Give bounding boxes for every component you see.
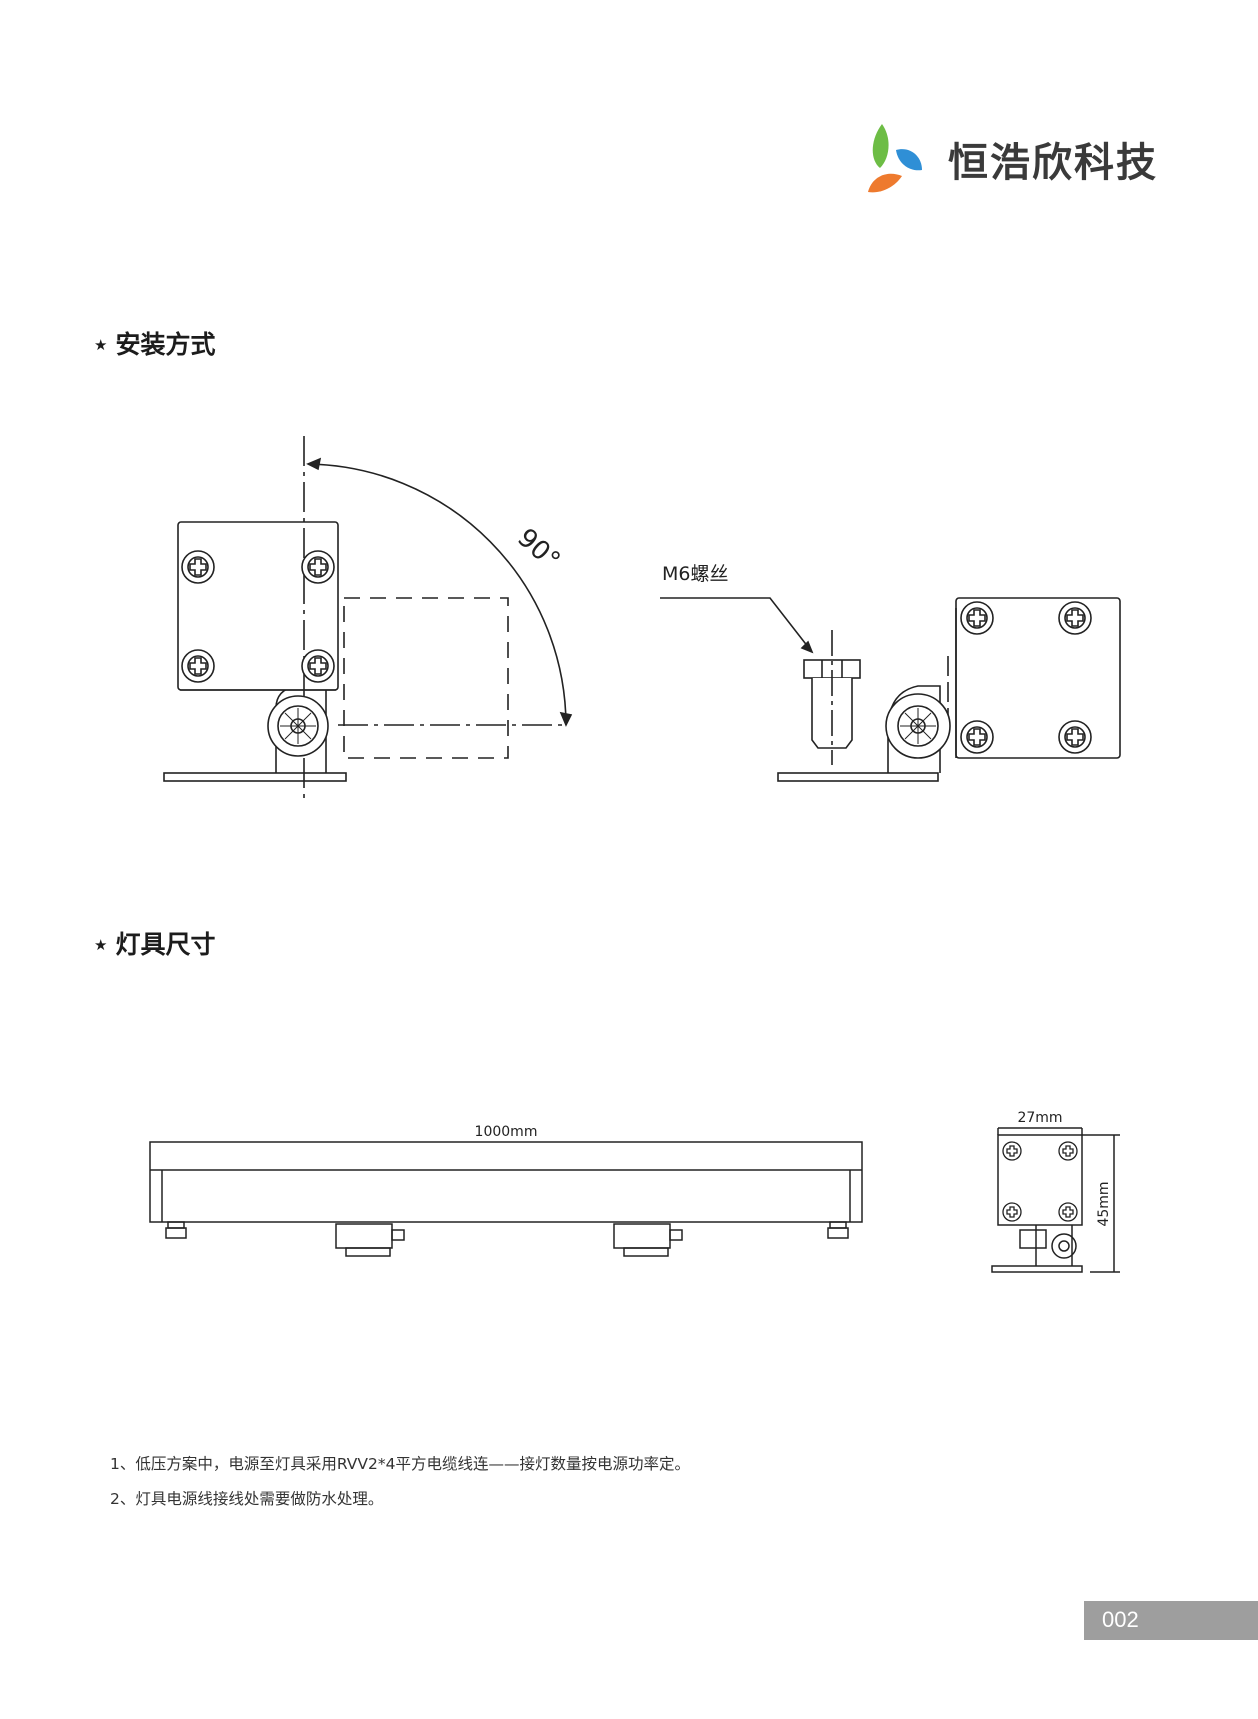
- star-bullet-icon: ★: [94, 336, 108, 354]
- screw-leader-line: [660, 597, 813, 653]
- screw-set-left: [181, 550, 335, 683]
- page-number: 002: [1102, 1607, 1139, 1632]
- screw-label: M6螺丝: [662, 563, 728, 585]
- width-label: 27mm: [1017, 1110, 1062, 1126]
- note-line-1: 1、低压方案中，电源至灯具采用RVV2*4平方电缆线连——接灯数量按电源功率定。: [110, 1455, 690, 1473]
- angle-label: 90°: [511, 523, 565, 576]
- end-view-screws: [1002, 1141, 1078, 1222]
- page-number-bar: 002: [1084, 1601, 1258, 1640]
- end-view-base: [991, 1265, 1083, 1273]
- lamp-body-rotated-dashed: [343, 597, 509, 759]
- rotation-arc: [307, 463, 567, 726]
- length-label: 1000mm: [475, 1124, 538, 1140]
- m6-screw-icon: [803, 630, 861, 765]
- bar-bracket-right: [613, 1223, 683, 1257]
- height-label: 45mm: [1096, 1181, 1112, 1226]
- star-bullet-icon: ★: [94, 936, 108, 954]
- bar-bracket-left: [335, 1223, 405, 1257]
- mount-base-plate-left: [163, 772, 347, 782]
- bar-end-foot-left: [165, 1221, 187, 1239]
- section-title-install-text: 安装方式: [115, 330, 216, 359]
- note-line-2: 2、灯具电源线接线处需要做防水处理。: [110, 1490, 384, 1508]
- section-title-install: ★ 安装方式: [94, 325, 215, 361]
- bar-end-foot-right: [827, 1221, 849, 1239]
- section-title-dimensions: ★ 灯具尺寸: [94, 925, 215, 961]
- mount-base-plate-right: [777, 772, 939, 782]
- lamp-bar-top: [149, 1141, 863, 1223]
- brand-name: 恒浩欣科技: [948, 140, 1158, 186]
- section-title-dimensions-text: 灯具尺寸: [115, 930, 216, 959]
- screw-set-right: [960, 601, 1092, 754]
- logo-leaf-green: [872, 124, 889, 168]
- logo-leaf-orange: [868, 173, 902, 193]
- installation-drawing: 90° M6螺丝: [163, 436, 1121, 800]
- brand-logo: [868, 124, 922, 193]
- logo-leaf-blue: [896, 149, 922, 171]
- dimension-drawing: 1000mm 27mm 45mm: [149, 1110, 1120, 1273]
